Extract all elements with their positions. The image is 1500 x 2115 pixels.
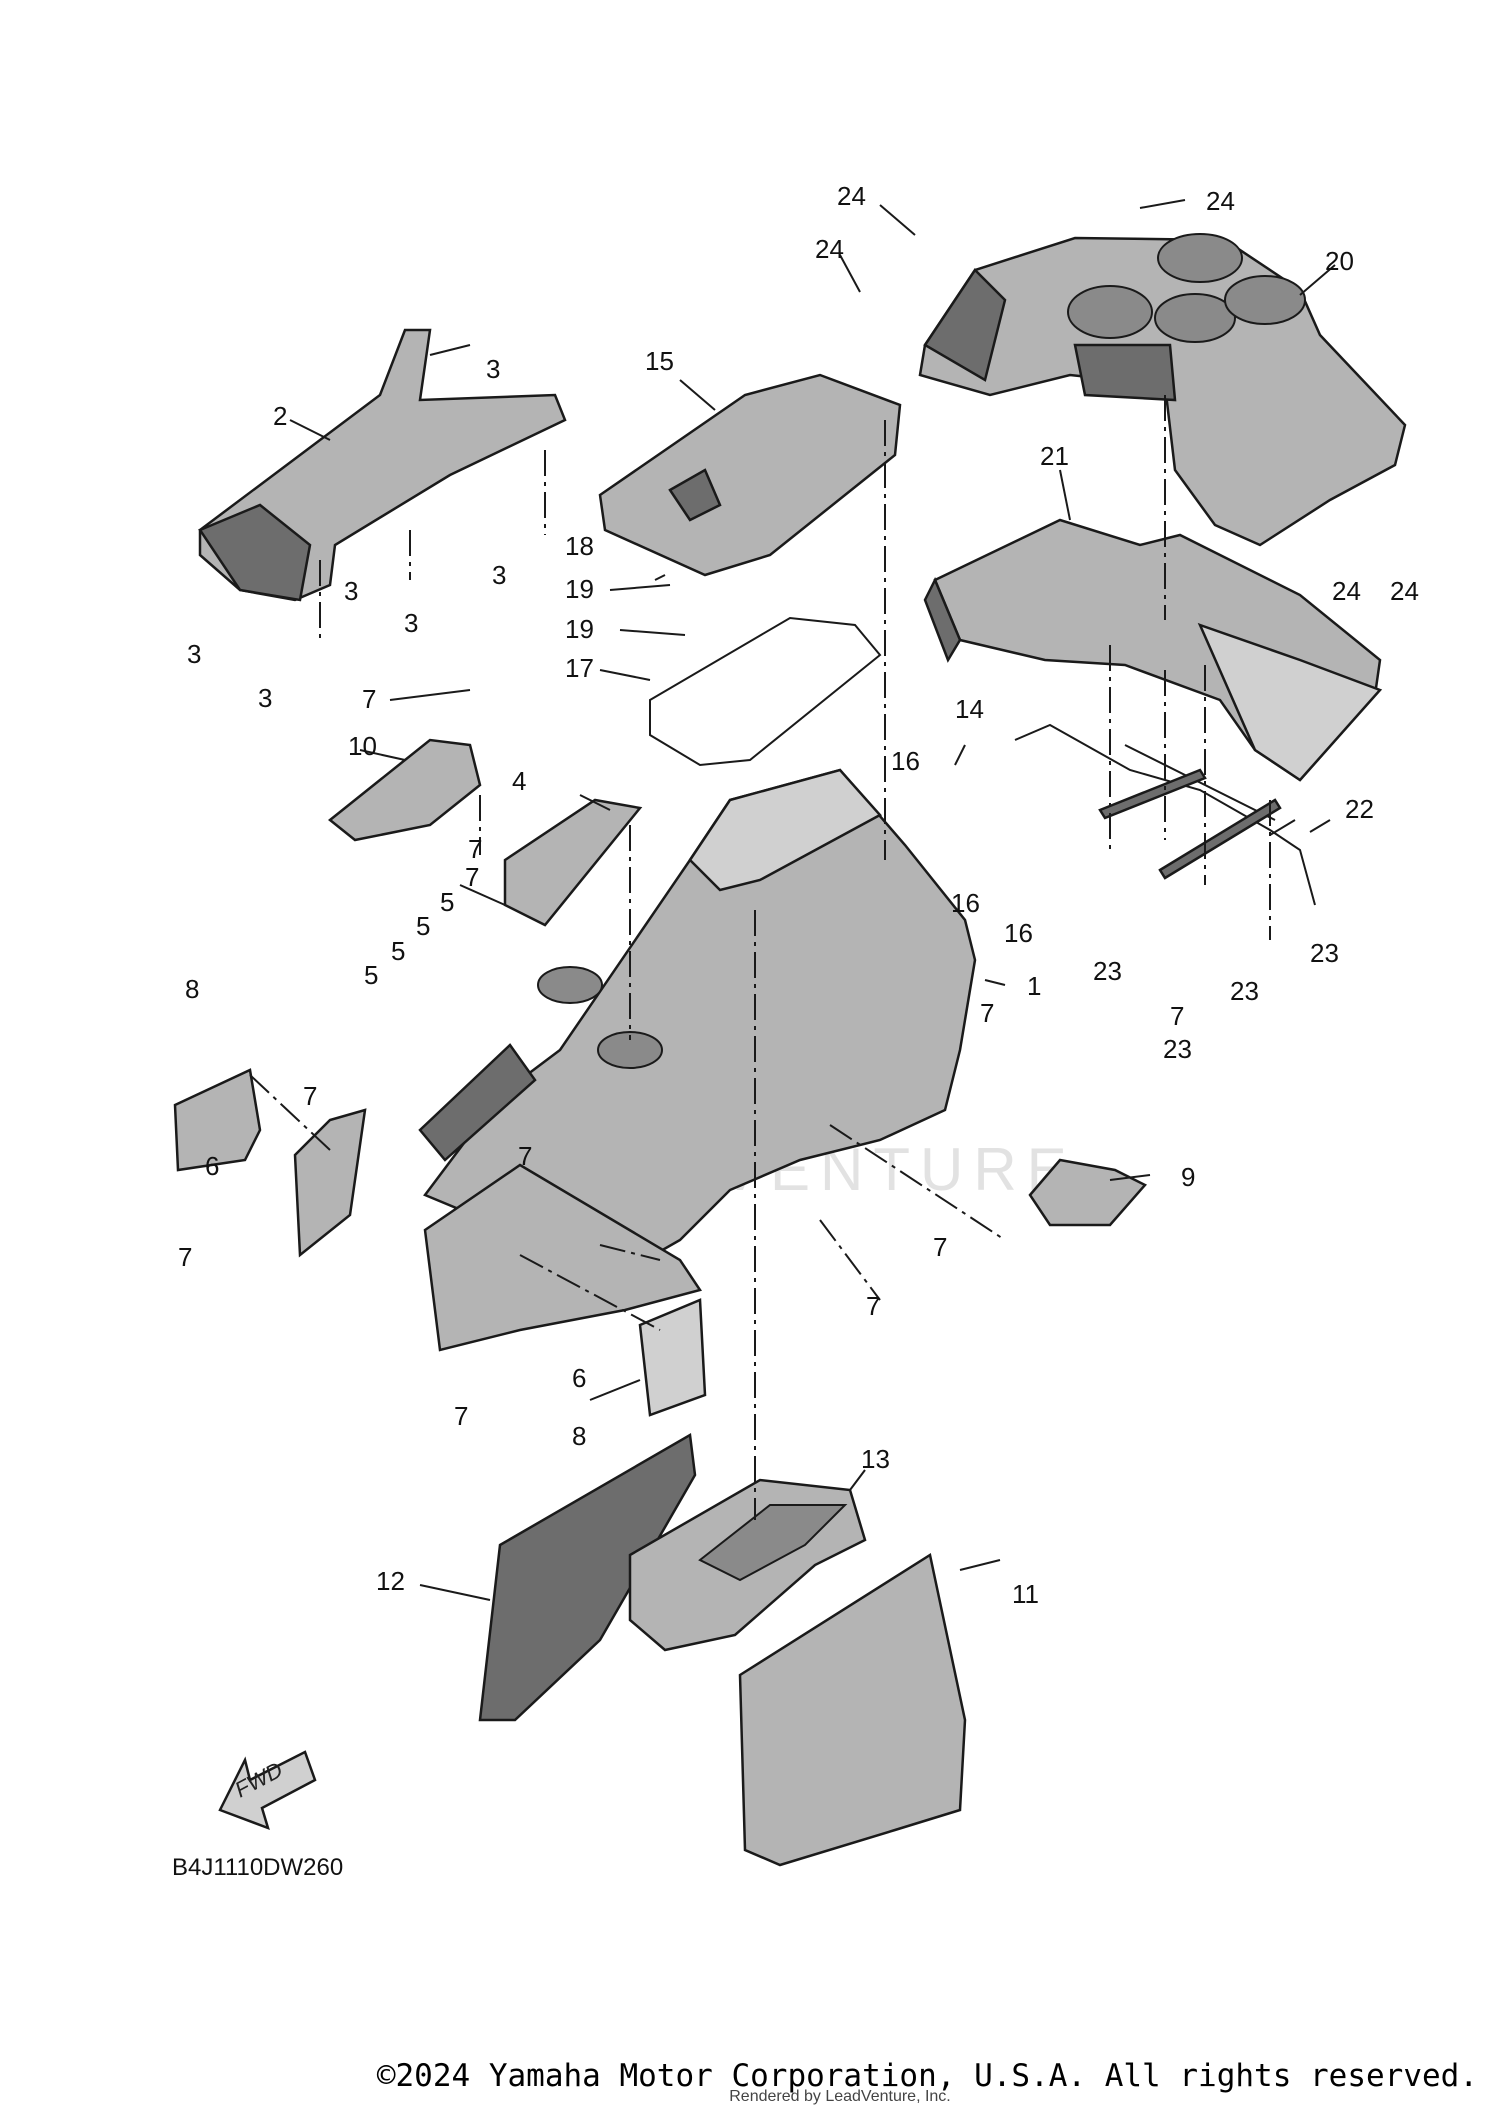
diagram-code: B4J1110DW260 xyxy=(172,1854,343,1881)
callout-labels: 1 2 3 3 3 3 3 3 4 5 5 5 5 6 6 7 7 7 7 7 … xyxy=(178,181,1419,1609)
callout-7-b: 7 xyxy=(465,862,479,892)
callout-5-d: 5 xyxy=(364,960,378,990)
part-17-seal xyxy=(649,616,882,767)
rendered-by-notice: Rendered by LeadVenture, Inc. xyxy=(729,2088,951,2105)
callout-7-g: 7 xyxy=(866,1291,880,1321)
part-1-lower-front xyxy=(423,1163,707,1417)
callout-12: 12 xyxy=(376,1566,405,1596)
callout-14: 14 xyxy=(955,694,984,724)
callout-19-a: 19 xyxy=(565,574,594,604)
callout-10: 10 xyxy=(348,731,377,761)
callout-1: 1 xyxy=(1027,971,1041,1001)
callout-7-i: 7 xyxy=(1170,1001,1184,1031)
part-2-front-tray xyxy=(198,328,567,602)
callout-3-d: 3 xyxy=(187,639,201,669)
callout-13: 13 xyxy=(861,1444,890,1474)
part-10-panel xyxy=(327,738,482,842)
callout-17: 17 xyxy=(565,653,594,683)
callout-5-a: 5 xyxy=(440,887,454,917)
callout-7-a: 7 xyxy=(362,684,376,714)
part-1-main-console xyxy=(418,768,977,1282)
callout-7-j: 7 xyxy=(518,1141,532,1171)
callout-23-b: 23 xyxy=(1163,1034,1192,1064)
callout-15: 15 xyxy=(645,346,674,376)
callout-3-f: 3 xyxy=(492,560,506,590)
callout-6-a: 6 xyxy=(205,1151,219,1181)
callout-24-b: 24 xyxy=(815,234,844,264)
part-15-armrest-lid xyxy=(598,373,902,577)
callout-23-d: 23 xyxy=(1310,938,1339,968)
callout-23-a: 23 xyxy=(1093,956,1122,986)
copyright-notice: ©2024 Yamaha Motor Corporation, U.S.A. A… xyxy=(376,2058,1478,2094)
fwd-arrow-icon: FWD xyxy=(218,1750,317,1831)
callout-24-d: 24 xyxy=(1390,576,1419,606)
callout-7-d: 7 xyxy=(178,1242,192,1272)
callout-6-b: 6 xyxy=(572,1363,586,1393)
callout-7-h: 7 xyxy=(980,998,994,1028)
callout-24-c: 24 xyxy=(1206,186,1235,216)
callout-7-e: 7 xyxy=(454,1401,468,1431)
callout-7-c: 7 xyxy=(303,1081,317,1111)
callout-7-f: 7 xyxy=(933,1232,947,1262)
callout-5-b: 5 xyxy=(416,911,430,941)
assembly-centerlines xyxy=(249,395,1271,1520)
callout-19-b: 19 xyxy=(565,614,594,644)
callout-9: 9 xyxy=(1181,1162,1195,1192)
part-9-bracket xyxy=(1028,1158,1148,1227)
callout-3-e: 3 xyxy=(258,683,272,713)
part-22-bracket-rod xyxy=(1014,723,1316,906)
callout-21: 21 xyxy=(1040,441,1069,471)
callout-22: 22 xyxy=(1345,794,1374,824)
part-13-storage-bin xyxy=(628,1478,867,1652)
callout-8-b: 8 xyxy=(572,1421,586,1451)
callout-7-k: 7 xyxy=(468,834,482,864)
callout-leaders xyxy=(289,199,1336,1601)
callout-20: 20 xyxy=(1325,246,1354,276)
callout-5-c: 5 xyxy=(391,936,405,966)
part-8-side-panel-left xyxy=(293,1108,367,1258)
callout-3-c: 3 xyxy=(404,608,418,638)
callout-24-e: 24 xyxy=(1332,576,1361,606)
part-20-rear-cupholder-cover xyxy=(918,233,1407,547)
part-4-trim xyxy=(503,798,643,927)
callout-2: 2 xyxy=(273,401,287,431)
callout-3-b: 3 xyxy=(344,576,358,606)
callout-24-a: 24 xyxy=(837,181,866,211)
part-12-left-panel xyxy=(478,1432,697,1722)
callout-11: 11 xyxy=(1012,1579,1039,1609)
part-21-rear-floor-panel xyxy=(923,518,1383,782)
callout-4: 4 xyxy=(512,766,526,796)
part-8-side-panel-upper xyxy=(173,1068,262,1172)
callout-16-c: 16 xyxy=(1004,918,1033,948)
callout-16-b: 16 xyxy=(951,888,980,918)
callout-8-a: 8 xyxy=(185,974,199,1004)
callout-23-c: 23 xyxy=(1230,976,1259,1006)
callout-16-a: 16 xyxy=(891,746,920,776)
part-11-right-panel xyxy=(738,1552,967,1867)
callout-3-a: 3 xyxy=(486,354,500,384)
callout-18: 18 xyxy=(565,531,594,561)
